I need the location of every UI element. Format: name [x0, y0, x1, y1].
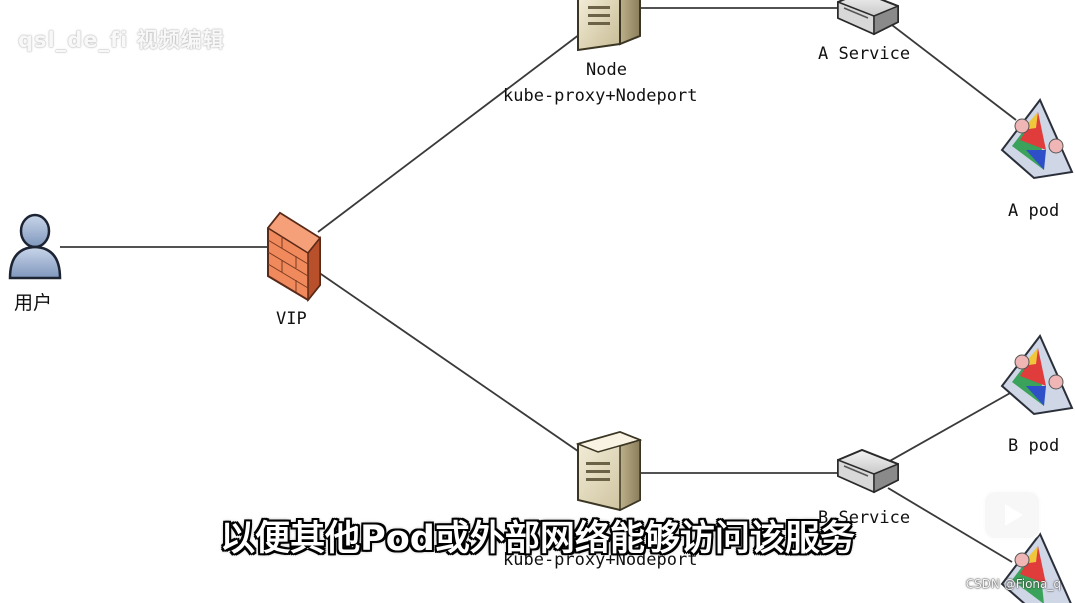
link-service-b-pod-b — [887, 391, 1013, 463]
node-a-subtitle: kube-proxy+Nodeport — [503, 86, 698, 106]
switch-icon-service-b — [837, 448, 899, 494]
server-icon-node-b — [575, 430, 643, 512]
node-b-subtitle: kube-proxy+Nodeport — [503, 550, 698, 570]
server-icon-node-a — [577, 0, 641, 52]
csdn-credit: CSDN @Fiona_q — [965, 577, 1061, 591]
link-service-a-pod-a — [887, 21, 1017, 121]
pod-b-label: B pod — [1008, 436, 1060, 456]
link-service-b-pod-c — [887, 487, 1013, 563]
video-watermark: qsl_de_fi 视频编辑 — [18, 28, 225, 52]
node-a-title: Node — [586, 60, 627, 80]
connector-lines — [60, 7, 1017, 563]
user-label: 用户 — [14, 292, 53, 314]
vip-label: VIP — [276, 309, 307, 329]
pod-icon-a — [1000, 98, 1074, 180]
switch-icon-service-a — [837, 0, 899, 36]
user-icon — [8, 213, 62, 280]
play-button[interactable] — [983, 490, 1041, 540]
video-subtitle: 以便其他Pod或外部网络能够访问该服务 — [220, 519, 855, 559]
pod-a-label: A pod — [1008, 201, 1060, 221]
link-vip-node-b — [317, 271, 589, 459]
link-vip-node-a — [317, 27, 589, 233]
service-b-label: B Service — [818, 508, 911, 528]
service-a-label: A Service — [818, 44, 911, 64]
firewall-icon — [266, 211, 322, 303]
pod-icon-b — [1000, 334, 1074, 416]
